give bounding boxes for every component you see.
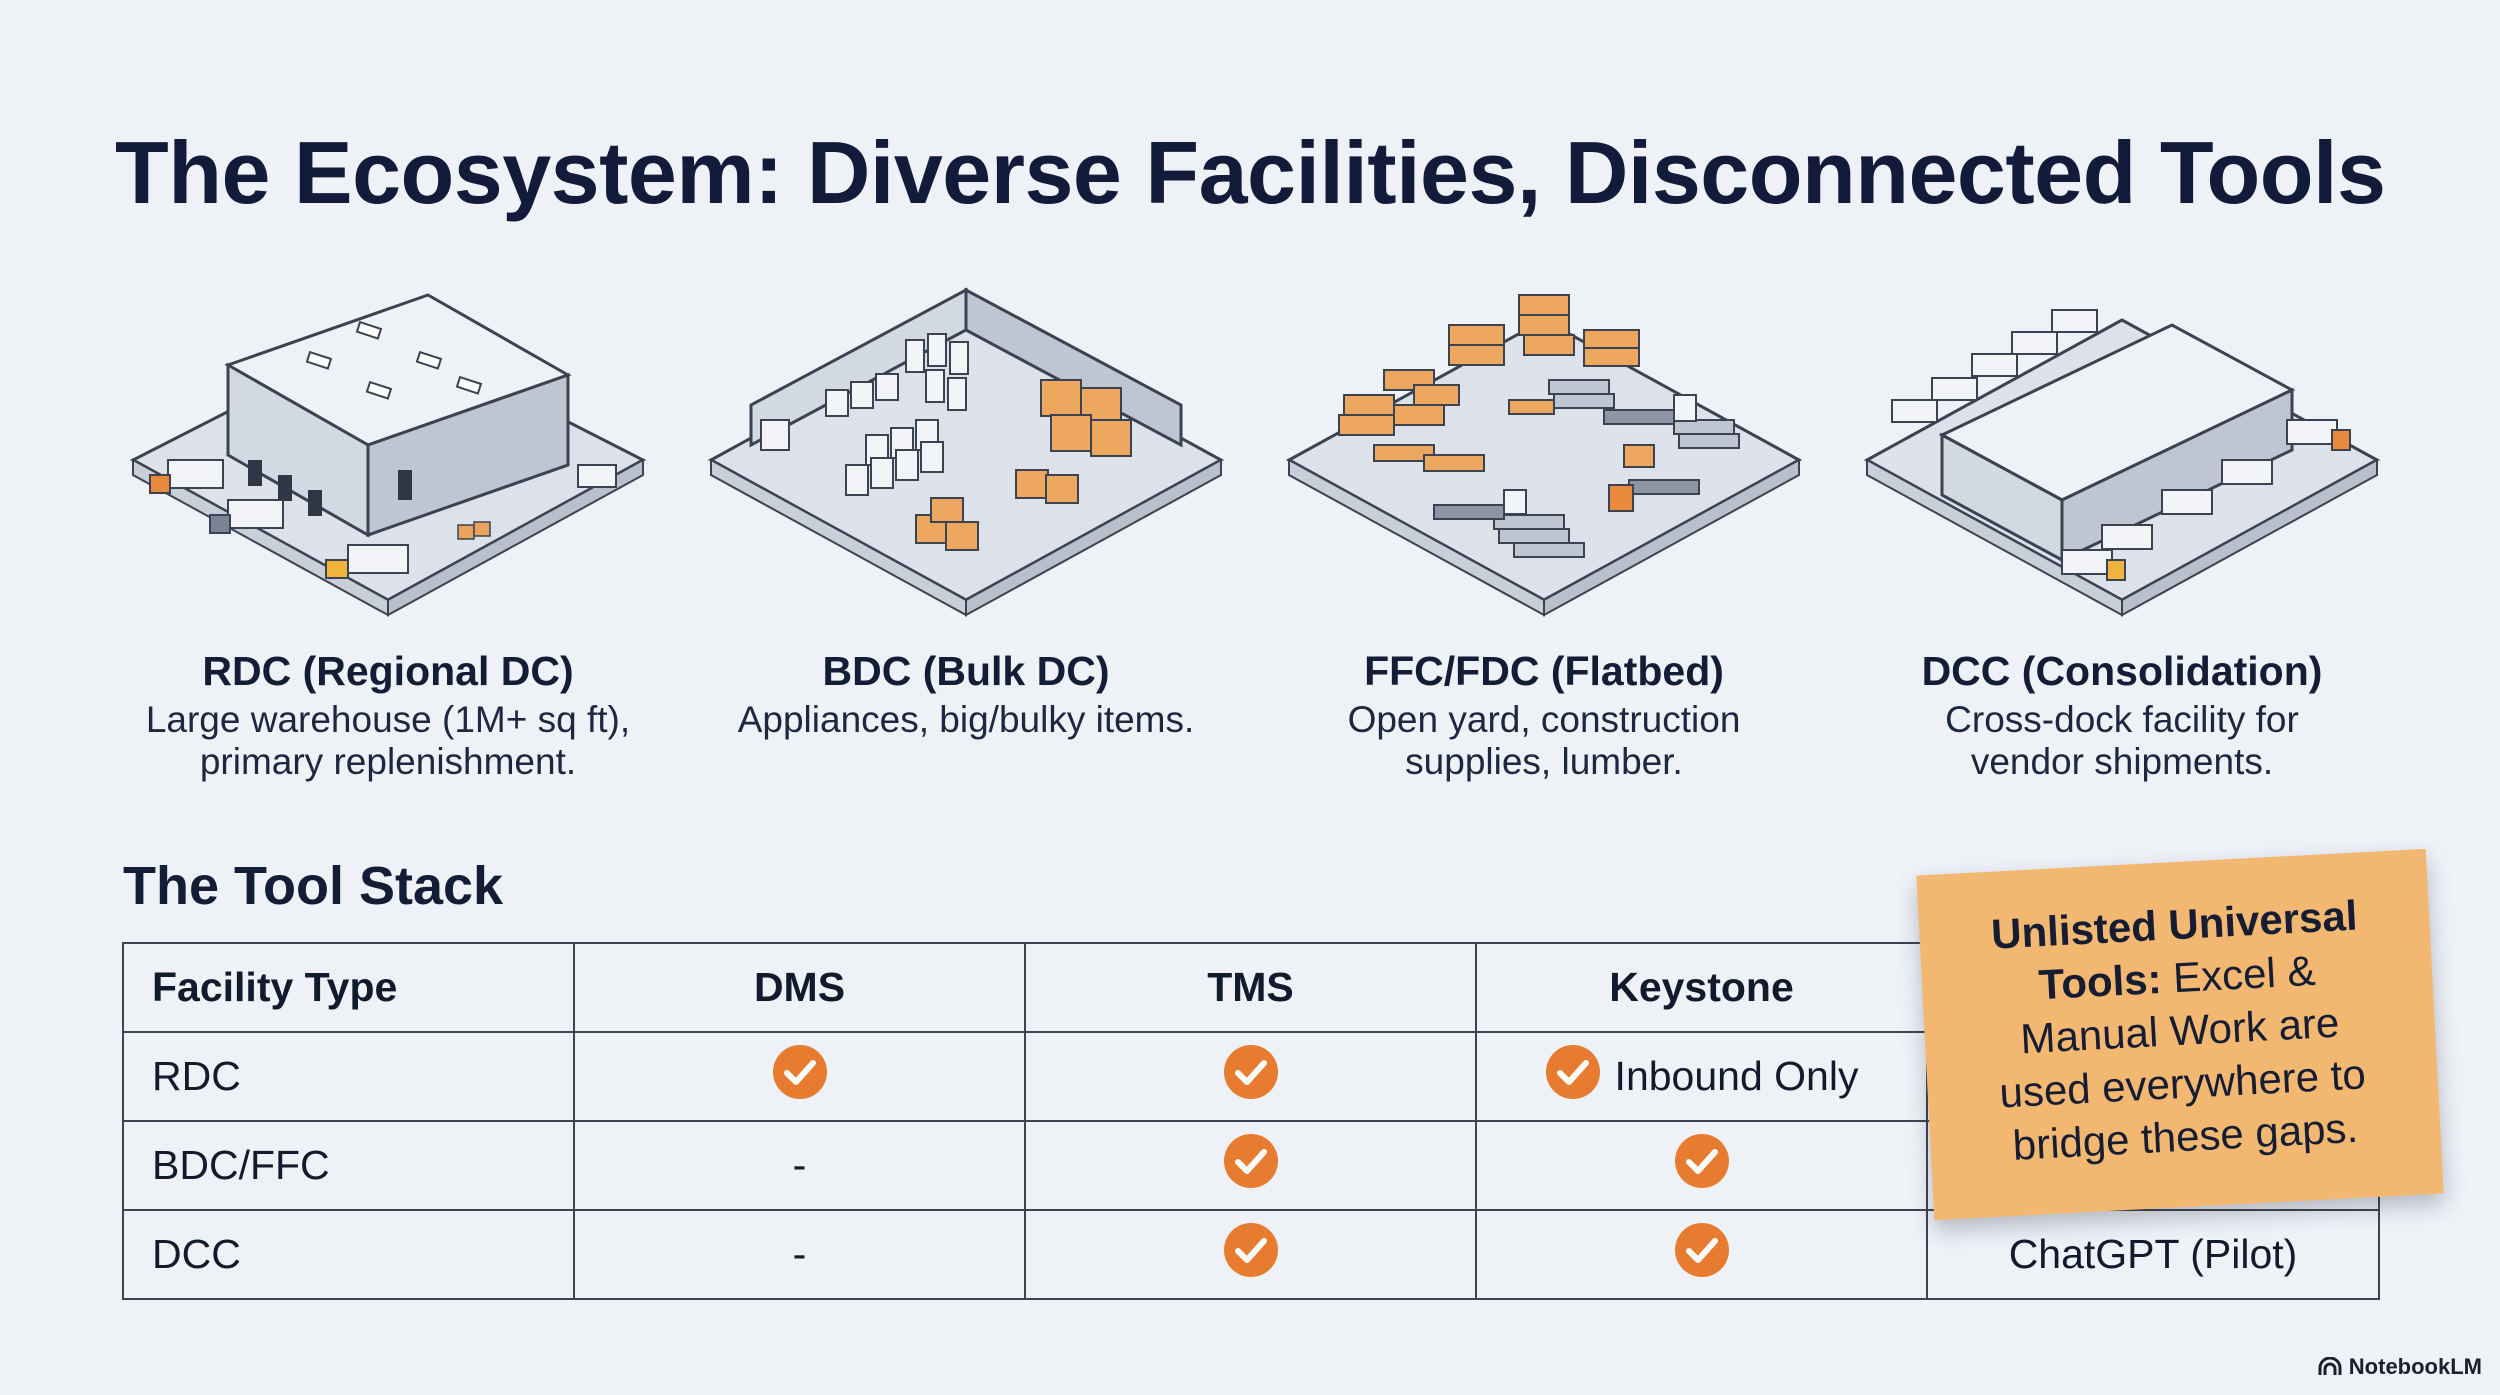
header-dms: DMS: [573, 942, 1026, 1033]
cell-keystone: Inbound Only: [1475, 1031, 1928, 1122]
check-icon: [1674, 1222, 1730, 1288]
facility-description: Large warehouse (1M+ sq ft), primary rep…: [145, 699, 631, 782]
cell-dms: -: [573, 1209, 1026, 1300]
cell-dms: -: [573, 1120, 1026, 1211]
note-text-part1: Excel &: [2160, 946, 2317, 1002]
tool-stack-title: The Tool Stack: [123, 856, 504, 916]
table-row: DCC - ChatGPT (Pilot): [122, 1209, 2380, 1300]
note-bold-line2: Tools:: [2037, 954, 2163, 1009]
brand-label: NotebookLM: [2348, 1354, 2482, 1379]
cross-dock-icon: [1863, 309, 2381, 617]
facility-name: RDC (Regional DC): [202, 648, 574, 694]
facility-description: Appliances, big/bulky items.: [737, 699, 1195, 740]
page-title: The Ecosystem: Diverse Facilities, Disco…: [115, 123, 2386, 222]
notebooklm-logo-icon: [2318, 1357, 2342, 1375]
cell-tms: [1024, 1120, 1477, 1211]
header-facility-type: Facility Type: [122, 942, 575, 1033]
cell-tms: [1024, 1209, 1477, 1300]
header-tms: TMS: [1024, 942, 1477, 1033]
facility-description: Cross-dock facility for vendor shipments…: [1945, 699, 2299, 782]
check-icon: [772, 1044, 828, 1110]
check-icon: [1674, 1133, 1730, 1199]
cell-facility: DCC: [122, 1209, 575, 1300]
facility-description: Open yard, construction supplies, lumber…: [1347, 699, 1741, 782]
brand: NotebookLM: [2317, 1354, 2482, 1380]
facility-ffc: FFC/FDC (Flatbed) Open yard, constructio…: [1264, 270, 1824, 783]
facility-rdc: RDC (Regional DC) Large warehouse (1M+ s…: [108, 270, 668, 783]
check-icon: [1223, 1044, 1279, 1110]
header-keystone: Keystone: [1475, 942, 1928, 1033]
table-row: BDC/FFC -: [122, 1120, 2380, 1211]
cell-keystone: [1475, 1209, 1928, 1300]
check-icon: [1223, 1222, 1279, 1288]
regional-warehouse-icon: [129, 293, 647, 617]
facility-dcc: DCC (Consolidation) Cross-dock facility …: [1842, 270, 2402, 783]
facility-name: FFC/FDC (Flatbed): [1364, 648, 1724, 694]
check-icon: [1223, 1133, 1279, 1199]
note-text-line3: Manual Work are: [2019, 998, 2341, 1063]
cell-keystone: [1475, 1120, 1928, 1211]
cell-tms: [1024, 1031, 1477, 1122]
check-icon: [1545, 1044, 1601, 1110]
cell-facility: BDC/FFC: [122, 1120, 575, 1211]
bulk-warehouse-icon: [707, 287, 1225, 617]
cell-facility: RDC: [122, 1031, 575, 1122]
facility-name: BDC (Bulk DC): [822, 648, 1110, 694]
flatbed-yard-icon: [1285, 294, 1803, 617]
facility-bdc: BDC (Bulk DC) Appliances, big/bulky item…: [686, 270, 1246, 741]
facility-name: DCC (Consolidation): [1921, 648, 2323, 694]
note-text-line5: bridge these gaps.: [2011, 1103, 2360, 1169]
cell-dms: [573, 1031, 1026, 1122]
sticky-note: Unlisted Universal Tools: Excel & Manual…: [1916, 848, 2444, 1221]
keystone-note: Inbound Only: [1614, 1053, 1859, 1099]
cell-extra-pilot: ChatGPT (Pilot): [1926, 1209, 2380, 1300]
